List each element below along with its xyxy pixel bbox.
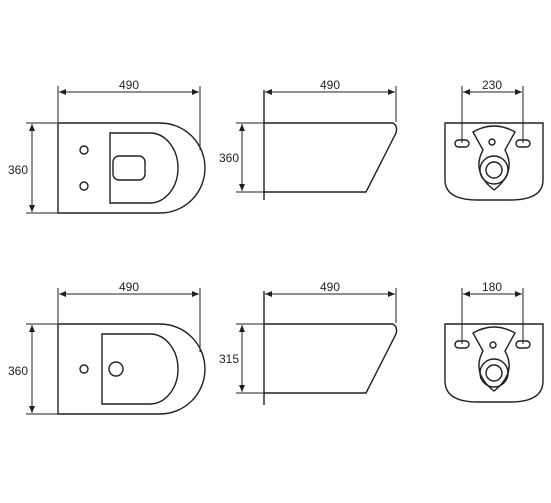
top-view-2-width-dimension — [57, 288, 201, 352]
top-view-1-width-dimension — [57, 86, 201, 150]
top-view-2-height-dimension — [26, 323, 58, 415]
side-view-1 — [263, 90, 398, 200]
side-view-2-height-label: 315 — [219, 352, 239, 366]
top-view-1-height-label: 360 — [8, 163, 28, 177]
top-view-1 — [57, 122, 206, 214]
top-view-1-height-dimension — [26, 122, 58, 214]
side-view-2-height-dimension — [236, 323, 264, 394]
side-view-2-width-dimension — [265, 288, 397, 323]
back-view-1 — [444, 122, 544, 201]
back-view-1-width-label: 230 — [482, 78, 502, 92]
side-view-1-height-dimension — [236, 122, 264, 193]
top-view-2-height-label: 360 — [8, 364, 28, 378]
top-view-2-width-label: 490 — [119, 280, 139, 294]
back-view-2-width-label: 180 — [482, 280, 502, 294]
back-view-2-width-dimension — [461, 288, 524, 344]
side-view-1-height-label: 360 — [219, 151, 239, 165]
back-view-2 — [444, 323, 544, 403]
back-view-1-width-dimension — [461, 86, 524, 143]
side-view-2-width-label: 490 — [320, 280, 340, 294]
side-view-1-width-dimension — [265, 86, 397, 122]
top-view-2 — [57, 323, 206, 415]
side-view-1-width-label: 490 — [320, 78, 340, 92]
side-view-2 — [263, 291, 398, 405]
top-view-1-width-label: 490 — [119, 78, 139, 92]
